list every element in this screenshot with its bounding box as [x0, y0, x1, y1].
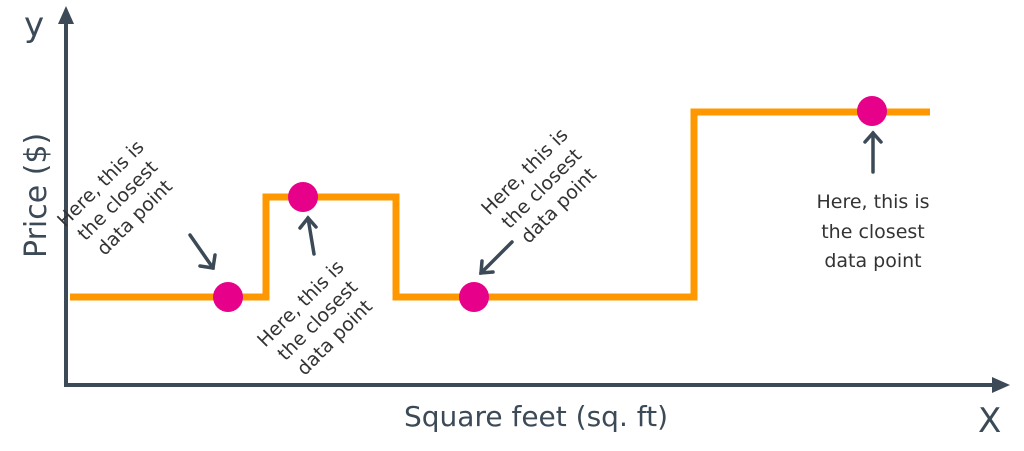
data-points — [213, 96, 887, 312]
x-axis-title: Square feet (sq. ft) — [404, 400, 668, 433]
annotation-3: Here, this is the closest data point — [477, 124, 601, 248]
step-function-line — [70, 108, 930, 301]
annotation-arrows — [188, 130, 883, 275]
data-point-3 — [459, 282, 489, 312]
annotation-4-line-2: the closest — [821, 221, 925, 243]
annotation-1: Here, this is the closest data point — [53, 136, 177, 260]
y-axis-arrowhead — [58, 6, 74, 24]
data-point-2 — [288, 182, 318, 212]
arrow-icon — [479, 240, 514, 275]
data-point-4 — [857, 96, 887, 126]
arrow-icon — [188, 233, 217, 270]
axes — [58, 6, 1010, 393]
arrow-icon — [863, 130, 883, 174]
x-axis-arrowhead — [992, 377, 1010, 393]
data-point-1 — [213, 282, 243, 312]
annotation-4: Here, this is the closest data point — [816, 191, 929, 272]
y-axis-letter: y — [24, 5, 44, 45]
annotation-4-line-1: Here, this is — [816, 191, 929, 213]
annotation-2: Here, this is the closest data point — [253, 256, 377, 380]
y-axis-title: Price ($) — [19, 133, 54, 258]
arrow-icon — [298, 215, 318, 256]
x-axis-letter: X — [978, 401, 1001, 441]
annotation-4-line-3: data point — [824, 250, 921, 272]
